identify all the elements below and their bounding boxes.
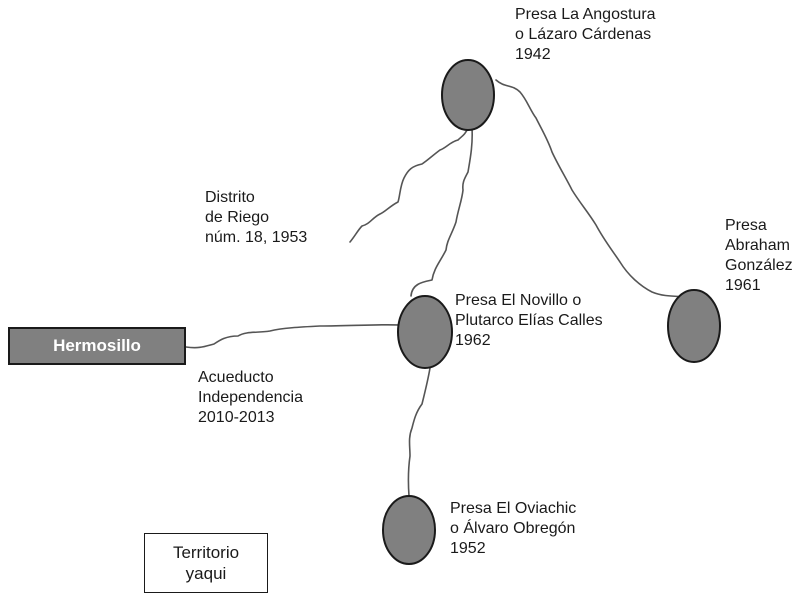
river-angostura-abraham [495, 79, 689, 298]
territorio-box: Territorio yaqui [144, 533, 268, 593]
dam-angostura-node [441, 59, 495, 131]
city-hermosillo-box: Hermosillo [8, 327, 186, 365]
river-angostura-novillo [410, 127, 473, 297]
dam-oviachic-label: Presa El Oviachic o Álvaro Obregón 1952 [450, 500, 577, 557]
distrito-riego-label: Distrito de Riego núm. 18, 1953 [205, 189, 308, 246]
dam-novillo-label: Presa El Novillo o Plutarco Elías Calles… [455, 292, 603, 349]
dam-angostura-label: Presa La Angostura o Lázaro Cárdenas 194… [515, 6, 656, 63]
dam-abraham-node [667, 289, 721, 363]
river-novillo-oviachic [407, 367, 431, 497]
acueducto-label: Acueducto Independencia 2010-2013 [198, 369, 303, 426]
territorio-label: Territorio yaqui [172, 543, 240, 583]
river-distrito [349, 127, 469, 243]
acueducto-line [185, 323, 400, 349]
city-hermosillo-label: Hermosillo [53, 336, 141, 355]
dam-abraham-label: Presa Abraham González 1961 [725, 217, 793, 294]
dam-novillo-node [397, 295, 453, 369]
dam-oviachic-node [382, 495, 436, 565]
